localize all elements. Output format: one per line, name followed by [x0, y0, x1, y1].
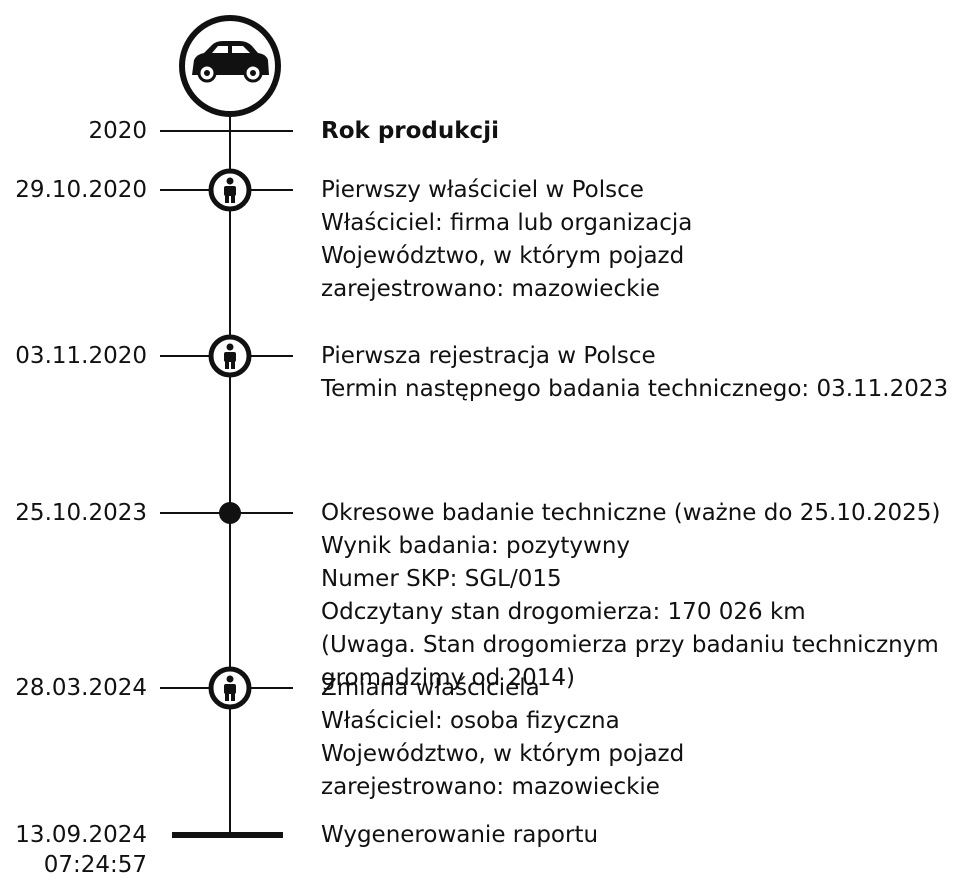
- event-date-text: 29.10.2020: [15, 177, 147, 203]
- event-description-line: Odczytany stan drogomierza: 170 026 km: [321, 599, 806, 625]
- event-date: 29.10.2020: [15, 175, 147, 205]
- event-description-line: Pierwsza rejestracja w Polsce: [321, 343, 656, 369]
- event-date-text: 03.11.2020: [15, 343, 147, 369]
- event-date: 28.03.2024: [15, 673, 147, 703]
- event-date: 03.11.2020: [15, 341, 147, 371]
- event-time-text: 07:24:57: [43, 852, 147, 878]
- event-description-line: Rok produkcji: [321, 118, 499, 144]
- event-description-line: Województwo, w którym pojazd: [321, 243, 685, 269]
- event-description-line: zarejestrowano: mazowieckie: [321, 276, 660, 302]
- event-description-line: gromadzimy od 2014): [321, 665, 575, 691]
- event-description: Okresowe badanie techniczne (ważne do 25…: [321, 497, 940, 695]
- event-date-text: 2020: [88, 118, 147, 144]
- event-date: 2020: [88, 116, 147, 146]
- event-date: 13.09.2024 07:24:57: [15, 820, 147, 880]
- dot-icon: [219, 502, 241, 524]
- event-date-text: 13.09.2024: [15, 822, 147, 848]
- event-description-line: Wygenerowanie raportu: [321, 822, 599, 848]
- event-description: Rok produkcji: [321, 115, 499, 148]
- event-description-line: Właściciel: firma lub organizacja: [321, 210, 693, 236]
- event-description: Wygenerowanie raportu: [321, 819, 598, 852]
- event-description-line: zarejestrowano: mazowieckie: [321, 774, 660, 800]
- car-icon: [179, 15, 281, 117]
- event-description-line: (Uwaga. Stan drogomierza przy badaniu te…: [321, 632, 939, 658]
- person-icon: [208, 168, 252, 212]
- event-description-line: Zmiana właściciela: [321, 675, 540, 701]
- event-date: 25.10.2023: [15, 498, 147, 528]
- person-icon: [208, 334, 252, 378]
- event-description-line: Numer SKP: SGL/015: [321, 566, 562, 592]
- event-description-line: Województwo, w którym pojazd: [321, 741, 685, 767]
- event-date-text: 28.03.2024: [15, 675, 147, 701]
- event-description-line: Okresowe badanie techniczne (ważne do 25…: [321, 500, 941, 526]
- person-icon: [208, 666, 252, 710]
- event-description-line: Pierwszy właściciel w Polsce: [321, 177, 644, 203]
- event-description-line: Termin następnego badania technicznego: …: [321, 376, 949, 402]
- event-description-line: Wynik badania: pozytywny: [321, 533, 631, 559]
- event-date-text: 25.10.2023: [15, 500, 147, 526]
- event-description-line: Właściciel: osoba fizyczna: [321, 708, 620, 734]
